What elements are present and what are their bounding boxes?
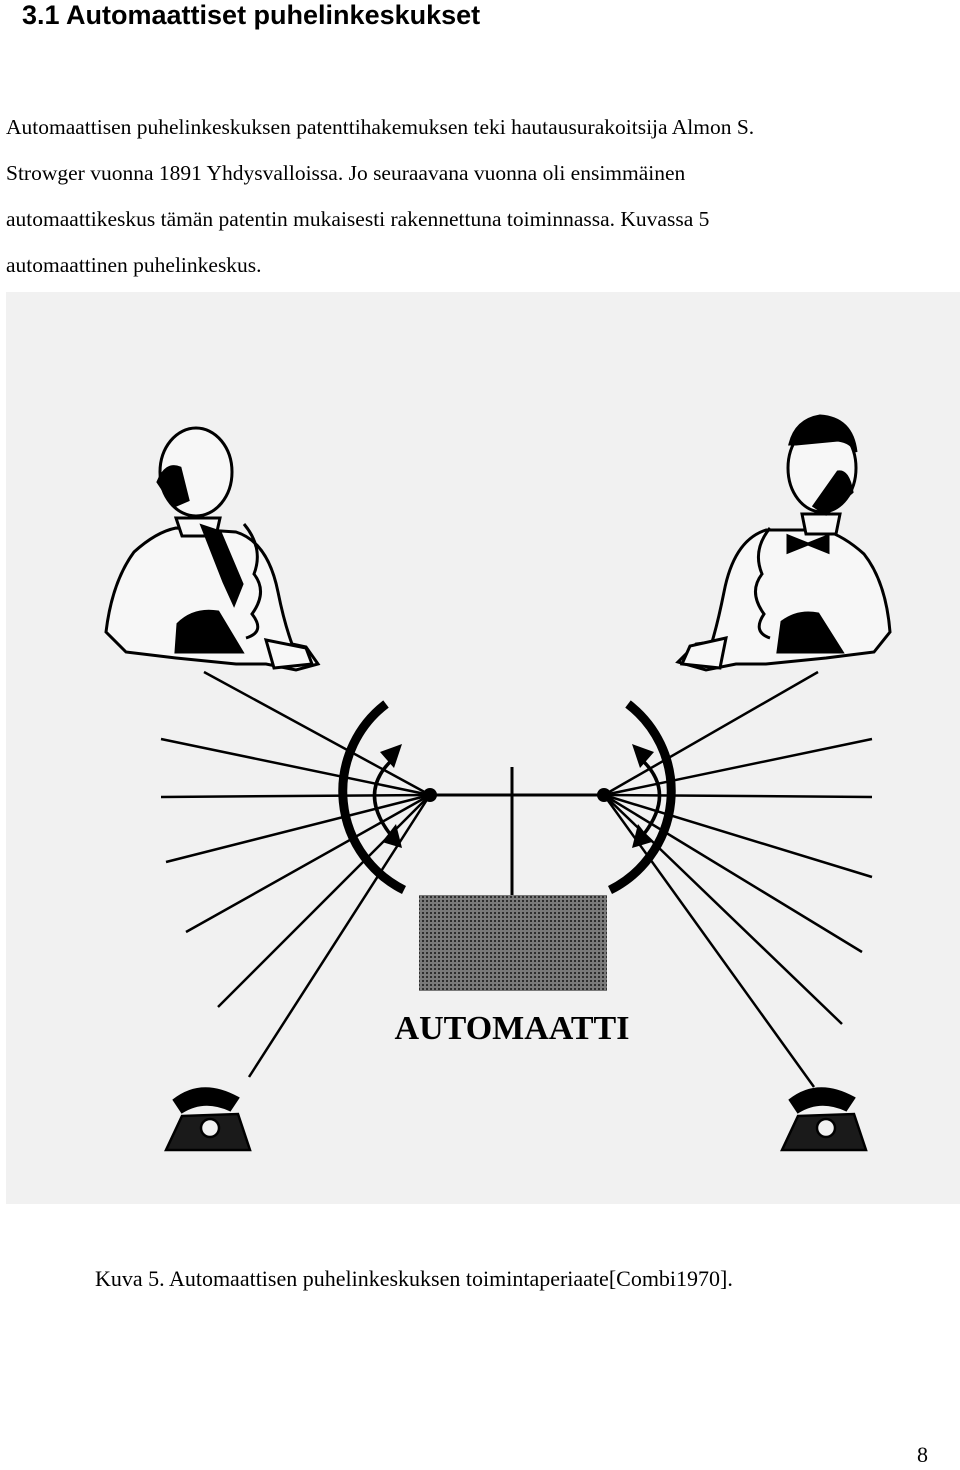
section-heading: 3.1 Automaattiset puhelinkeskukset (22, 0, 481, 30)
telephone-icon (164, 1087, 252, 1152)
left-selector-arc (338, 700, 406, 895)
switch-bus (430, 767, 604, 897)
telephone-icon (780, 1087, 868, 1152)
exchange-illustration: AUTOMAATTI (6, 292, 960, 1204)
page-number: 8 (917, 1442, 928, 1467)
figure-caption: Kuva 5. Automaattisen puhelinkeskuksen t… (95, 1266, 733, 1291)
right-selector-arc (608, 700, 676, 895)
selector-arrow-icon (372, 758, 662, 836)
automat-label: AUTOMAATTI (395, 1010, 630, 1047)
man-on-phone-icon (104, 426, 321, 672)
paragraph-line: automaattikeskus tämän patentin mukaises… (6, 207, 710, 231)
man-on-phone-icon (675, 414, 892, 672)
body-paragraph: Automaattisen puhelinkeskuksen patenttih… (6, 104, 956, 288)
paragraph-line: Automaattisen puhelinkeskuksen patenttih… (6, 115, 755, 139)
automat-box (419, 895, 607, 991)
right-line-bundle (602, 670, 873, 1088)
paragraph-line: Strowger vuonna 1891 Yhdysvalloissa. Jo … (6, 161, 686, 185)
paragraph-line: automaattinen puhelinkeskus. (6, 253, 262, 277)
left-line-bundle (160, 670, 432, 1078)
